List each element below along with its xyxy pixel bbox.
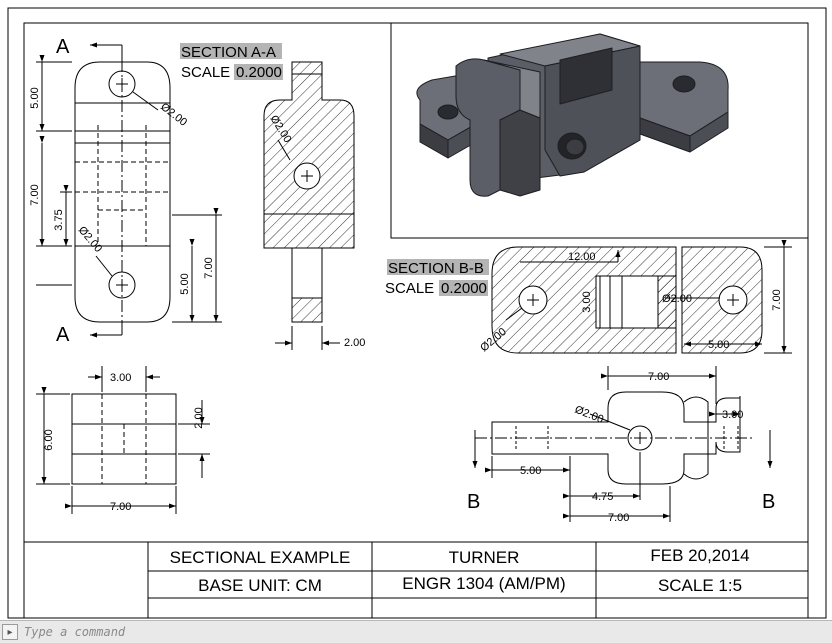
section-a-view[interactable]: [263, 61, 355, 350]
bottom-bottom-label: 7.00: [608, 512, 629, 524]
section-b-bottom-label: 5.00: [708, 339, 729, 351]
command-input[interactable]: [22, 622, 828, 642]
section-b-hole-right-label: Ø2.00: [662, 293, 692, 305]
front-view[interactable]: [36, 42, 222, 338]
title-block-scale: SCALE 1:5: [658, 576, 742, 595]
title-block-base-unit: BASE UNIT: CM: [198, 576, 322, 595]
bottom-view[interactable]: [472, 366, 773, 522]
section-a-scale-value: 0.2000: [236, 64, 282, 81]
command-history-icon[interactable]: ▸: [2, 624, 18, 640]
title-block-course: ENGR 1304 (AM/PM): [402, 574, 565, 593]
cut-label-b-right: B: [762, 491, 775, 513]
side-view[interactable]: [36, 366, 210, 514]
side-width-bottom-label: 7.00: [110, 501, 131, 513]
side-height-right-label: 2.00: [193, 407, 205, 428]
front-hole-top-label: Ø2.00: [158, 101, 189, 129]
section-a-width-label: 2.00: [344, 337, 365, 349]
section-b-scale-label: SCALE: [385, 280, 434, 297]
bottom-right-label: 3.00: [722, 409, 743, 421]
section-b-height-label: 7.00: [771, 289, 783, 310]
section-a-heading: SECTION A-A: [181, 44, 276, 61]
section-b-top-label: 12.00: [568, 251, 596, 263]
section-a-scale-label: SCALE: [181, 64, 230, 81]
isometric-frame: [390, 22, 809, 239]
title-block-date: FEB 20,2014: [650, 546, 749, 565]
front-dim-5: 7.00: [203, 257, 215, 278]
drawing-sheet[interactable]: 5.00 7.00 3.75 5.00 7.00 Ø2.00 Ø2.00 A A…: [0, 0, 832, 620]
section-b-scale-value: 0.2000: [441, 280, 487, 297]
section-b-heading: SECTION B-B: [388, 260, 484, 277]
front-dim-3: 3.75: [53, 209, 65, 230]
title-block[interactable]: [23, 541, 809, 619]
section-a-scale-highlight: [234, 64, 283, 80]
title-block-author: TURNER: [449, 548, 520, 567]
cut-label-a-bottom: A: [56, 324, 70, 346]
bottom-left-label: 5.00: [520, 465, 541, 477]
side-height-left-label: 6.00: [43, 429, 55, 450]
front-hole-bottom-label: Ø2.00: [76, 224, 104, 255]
section-b-view[interactable]: [491, 240, 792, 354]
isometric-part-image[interactable]: [416, 33, 729, 197]
section-b-scale-highlight: [439, 280, 488, 296]
section-a-heading-highlight: [180, 43, 282, 59]
front-dim-2: 7.00: [29, 184, 41, 205]
side-width-top-label: 3.00: [110, 372, 131, 384]
cut-label-b-left: B: [467, 491, 480, 513]
command-line-bar: ▸: [0, 620, 832, 643]
title-block-title: SECTIONAL EXAMPLE: [170, 548, 351, 567]
bottom-mid-label: 4.75: [592, 491, 613, 503]
cut-label-a-top: A: [56, 36, 70, 58]
front-dim-4: 5.00: [179, 273, 191, 294]
bottom-top-label: 7.00: [648, 371, 669, 383]
front-dim-1: 5.00: [29, 87, 41, 108]
bottom-hole-label: Ø2.00: [573, 404, 605, 426]
section-b-slot-label: 3.00: [581, 291, 593, 312]
section-b-heading-highlight: [387, 259, 489, 275]
